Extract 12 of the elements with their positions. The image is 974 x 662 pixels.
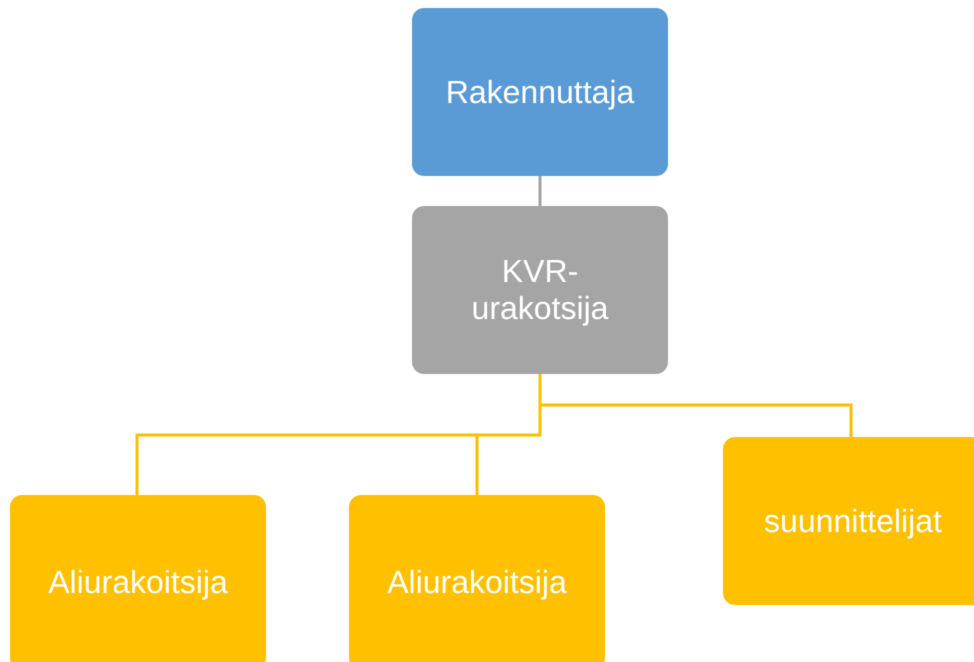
- org-box: [10, 495, 266, 662]
- connector-line: [538, 374, 852, 437]
- box-label: Aliurakoitsija: [48, 564, 228, 601]
- connector-line: [538, 176, 542, 206]
- org-box: [412, 206, 668, 374]
- box-label: KVR-urakotsija: [470, 253, 610, 327]
- org-box: [412, 8, 668, 176]
- box-label: Rakennuttaja: [446, 74, 634, 110]
- org-box: [723, 437, 974, 605]
- box-label: Aliurakoitsija: [387, 564, 567, 601]
- org-box: [349, 495, 605, 662]
- box-label: suunnittelijat: [764, 502, 942, 540]
